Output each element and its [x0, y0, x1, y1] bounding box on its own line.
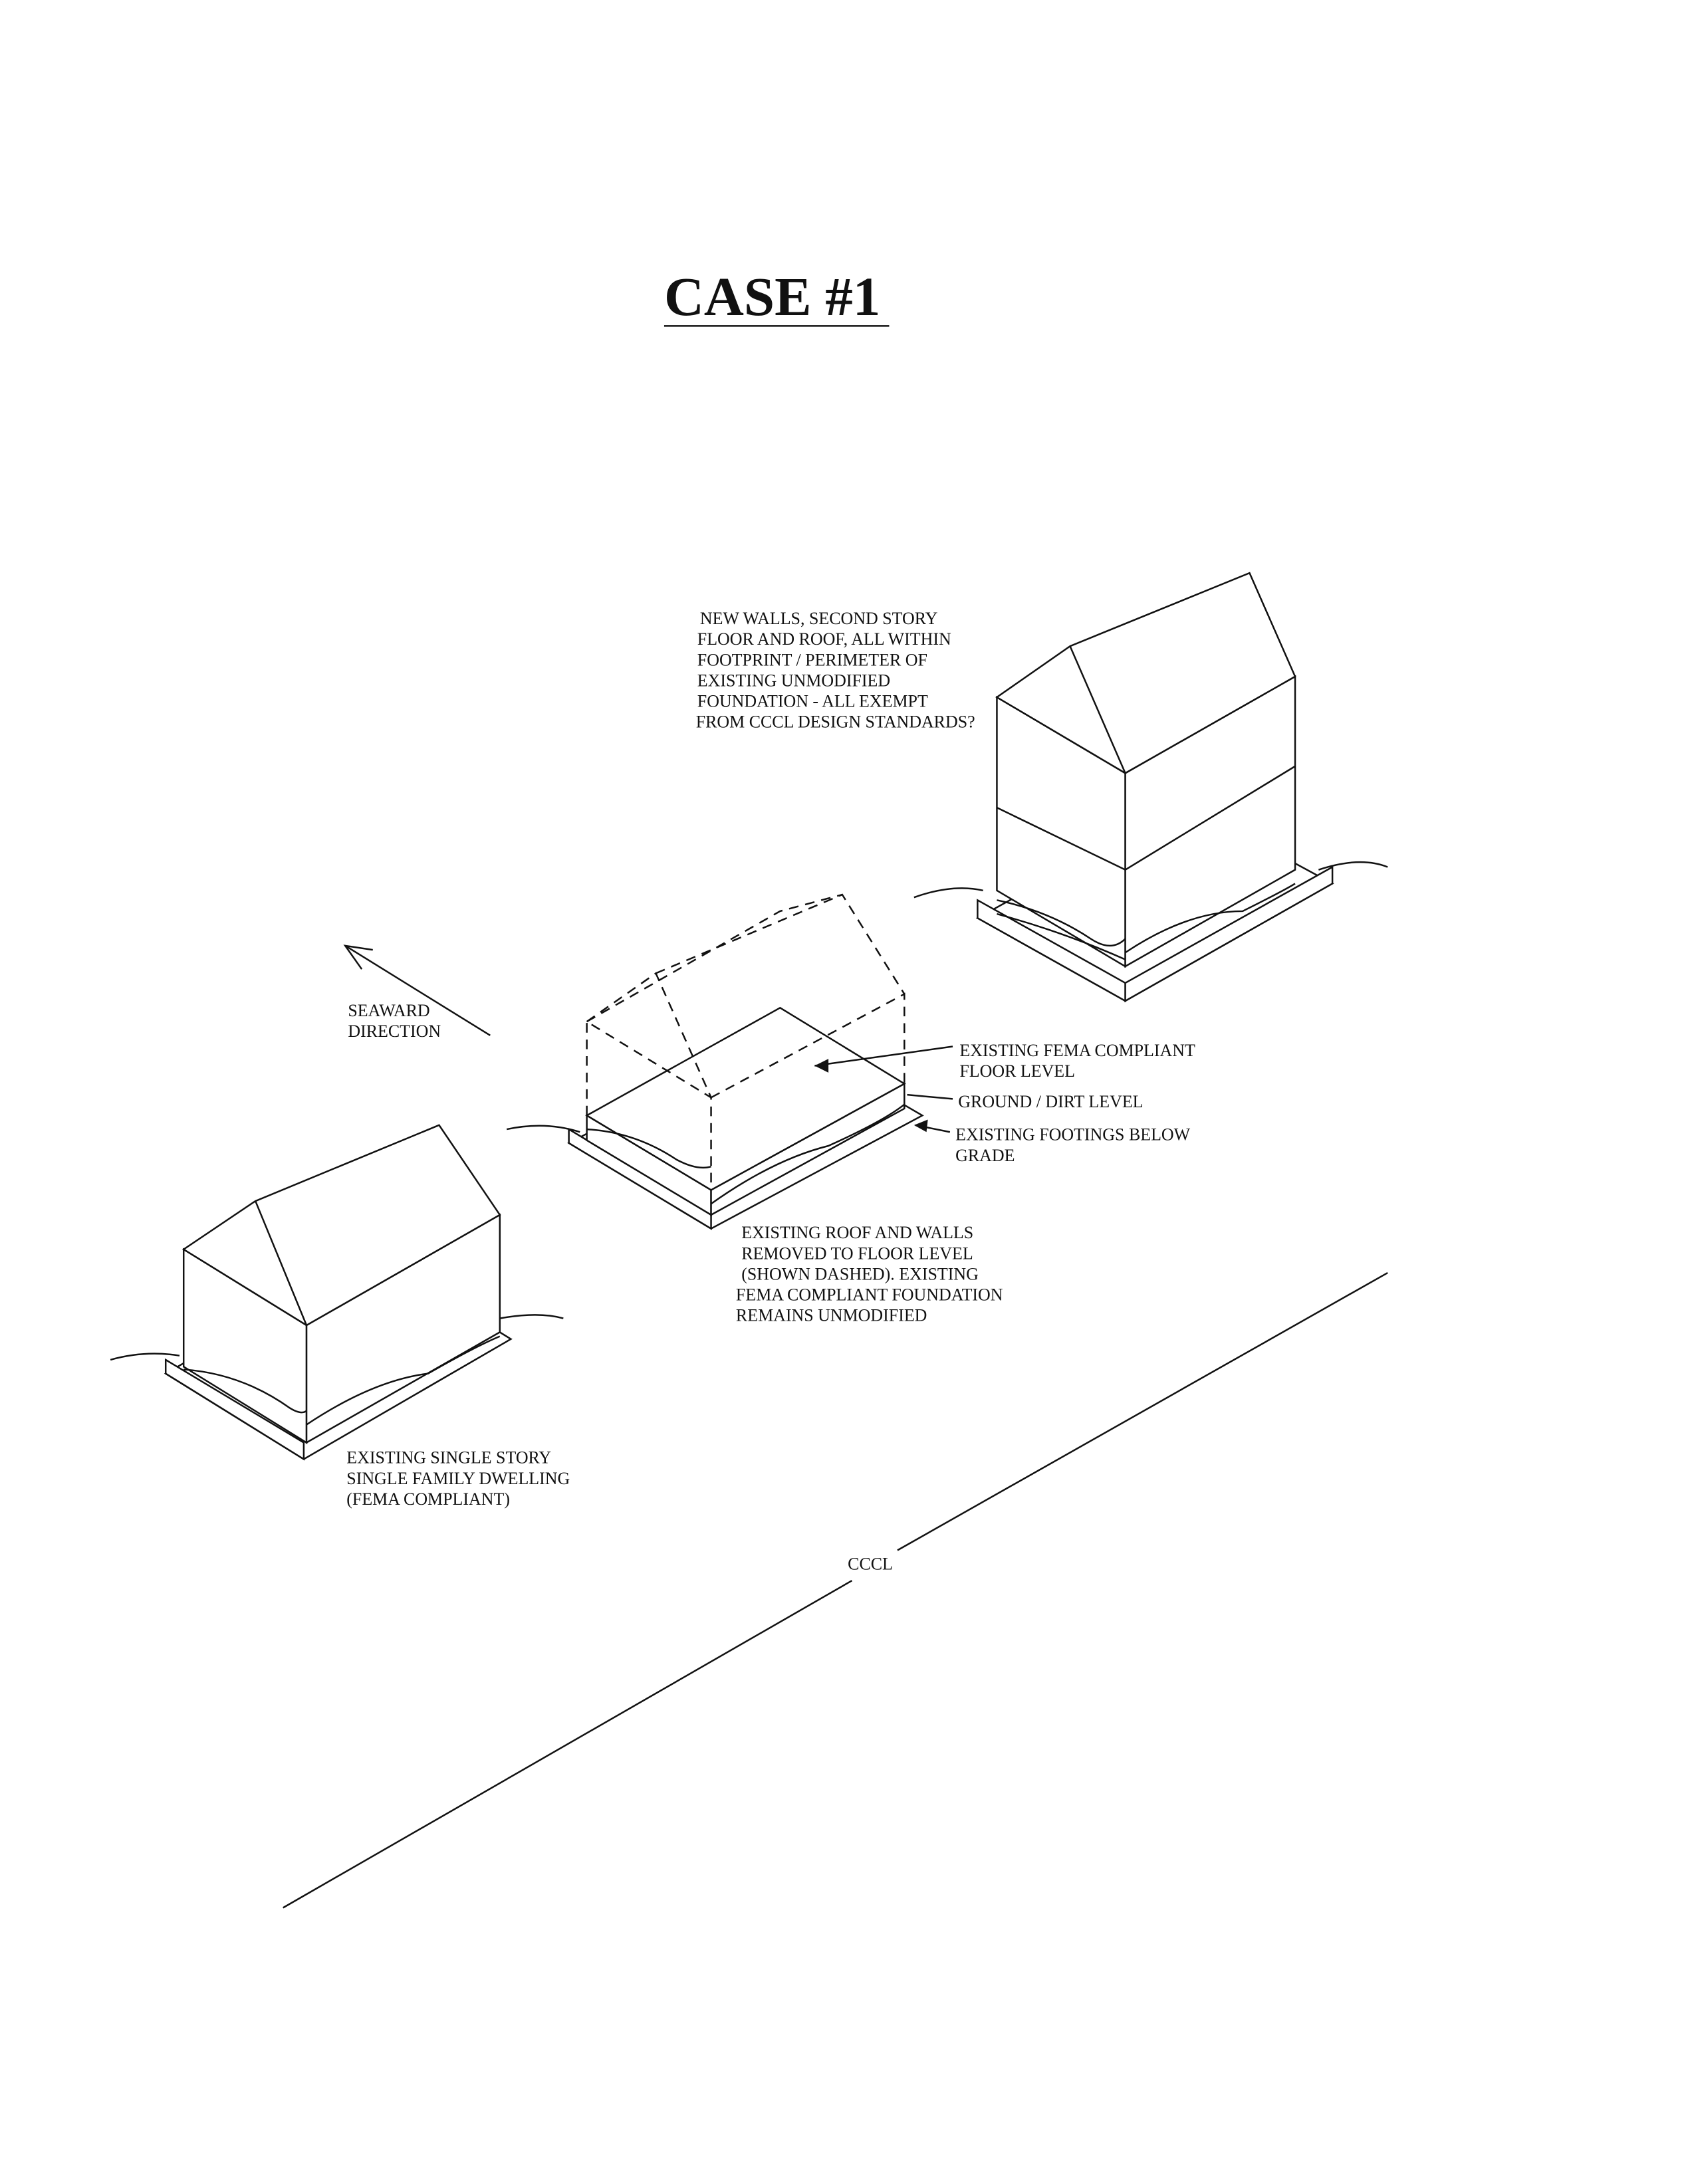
- ground-level-label: GROUND / DIRT LEVEL: [958, 1092, 1143, 1111]
- cccl-line: [283, 1271, 1388, 1909]
- fema-floor-label: EXISTING FEMA COMPLIANT FLOOR LEVEL: [959, 1041, 1199, 1081]
- seaward-direction-label: SEAWARD DIRECTION: [348, 1001, 441, 1041]
- middle-house: [506, 893, 924, 1230]
- page-title: CASE #1: [664, 266, 880, 327]
- existing-dwelling-label: EXISTING SINGLE STORY SINGLE FAMILY DWEL…: [346, 1448, 574, 1509]
- leader-lines: [814, 1045, 953, 1133]
- single-story-house: [110, 1124, 564, 1461]
- footings-label: EXISTING FOOTINGS BELOW GRADE: [955, 1125, 1195, 1165]
- new-walls-note: NEW WALLS, SECOND STORY FLOOR AND ROOF, …: [696, 609, 975, 732]
- removed-walls-note: EXISTING ROOF AND WALLS REMOVED TO FLOOR…: [736, 1223, 1007, 1325]
- two-story-house: [913, 572, 1388, 1003]
- cccl-label: CCCL: [848, 1555, 893, 1574]
- seaward-arrow: [343, 944, 491, 1036]
